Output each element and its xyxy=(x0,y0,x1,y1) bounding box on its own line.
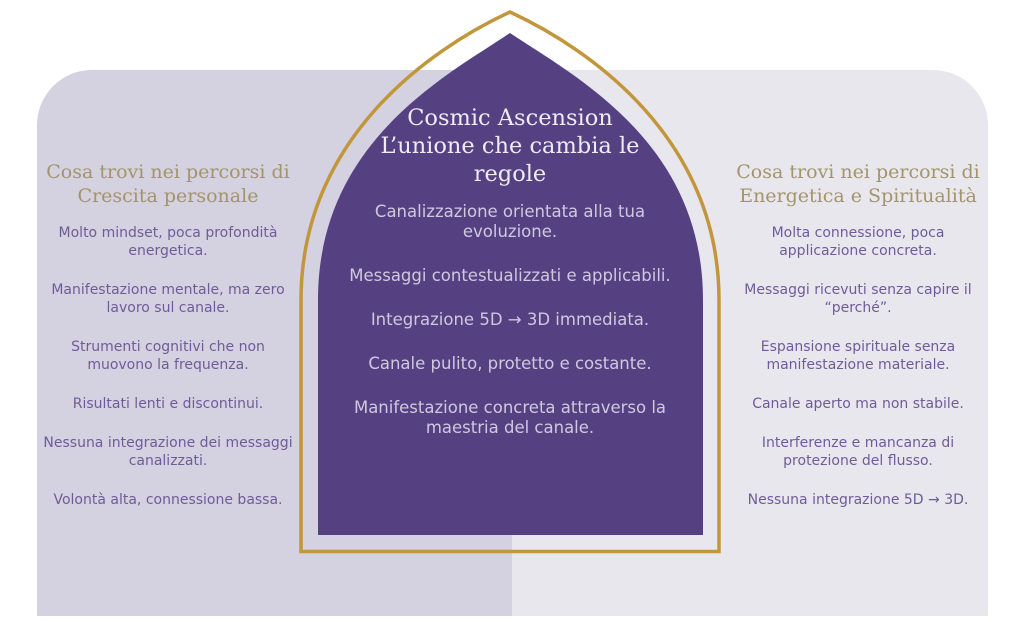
arch-purple-shape xyxy=(318,33,703,535)
right-panel-item: Espansione spirituale senza manifestazio… xyxy=(760,339,956,373)
left-panel-heading: Cosa trovi nei percorsi di Crescita pers… xyxy=(46,161,290,207)
arch-item: Manifestazione concreta attraverso la ma… xyxy=(353,398,667,437)
right-panel-item: Nessuna integrazione 5D → 3D. xyxy=(747,492,969,508)
right-panel-item: Messaggi ricevuti senza capire il “perch… xyxy=(744,282,972,316)
right-panel-item: Molta connessione, poca applicazione con… xyxy=(771,225,945,259)
arch-item: Canalizzazione orientata alla tua evoluz… xyxy=(374,202,646,241)
left-panel-item: Nessuna integrazione dei messaggi canali… xyxy=(43,435,293,469)
left-column: Cosa trovi nei percorsi di Crescita pers… xyxy=(38,160,298,530)
arch-gold-outline xyxy=(299,10,721,554)
left-panel-item: Strumenti cognitivi che non muovono la f… xyxy=(71,339,265,373)
arch-item: Integrazione 5D → 3D immediata. xyxy=(370,310,650,329)
right-panel-heading: Cosa trovi nei percorsi di Energetica e … xyxy=(736,161,980,207)
left-panel-item: Risultati lenti e discontinui. xyxy=(72,396,264,412)
left-panel-item: Manifestazione mentale, ma zero lavoro s… xyxy=(51,282,285,316)
left-panel-item: Volontà alta, connessione bassa. xyxy=(53,492,283,508)
right-panel-item: Interferenze e mancanza di protezione de… xyxy=(761,435,955,469)
right-panel-item: Canale aperto ma non stabile. xyxy=(752,396,964,412)
arch-item: Messaggi contestualizzati e applicabili. xyxy=(349,266,671,285)
center-column: Cosmic Ascension L’unione che cambia le … xyxy=(345,104,675,462)
left-panel-item: Molto mindset, poca profondità energetic… xyxy=(58,225,278,259)
arch-title: Cosmic Ascension L’unione che cambia le … xyxy=(380,105,640,187)
arch-item: Canale pulito, protetto e costante. xyxy=(368,354,652,373)
right-column: Cosa trovi nei percorsi di Energetica e … xyxy=(728,160,988,530)
